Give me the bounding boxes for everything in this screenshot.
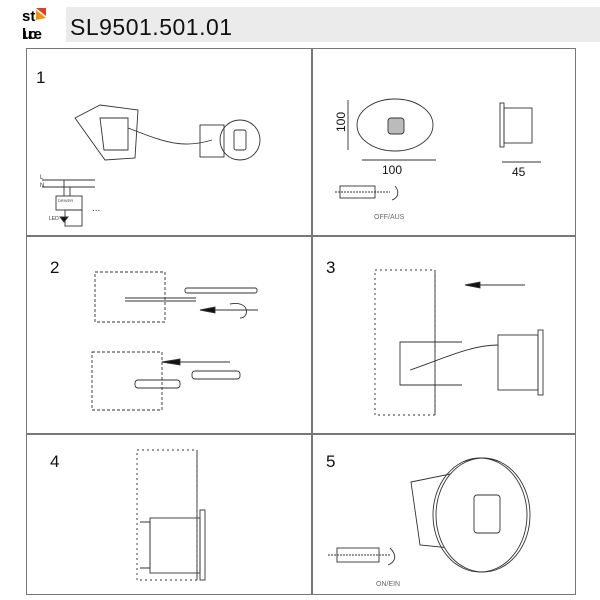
wiring-diagram (42, 179, 95, 227)
step-number: 3 (326, 258, 336, 277)
divider (26, 433, 576, 435)
instruction-frame (26, 48, 576, 595)
switch-off-illustration (335, 185, 399, 201)
led-label: LED (49, 216, 59, 222)
header-bar (66, 7, 600, 42)
step-number: 2 (50, 258, 60, 277)
divider (311, 48, 313, 595)
wire-label-n: N (40, 183, 45, 189)
insert-illustration (136, 449, 206, 581)
step-number: 4 (50, 452, 60, 471)
finished-luminaire (328, 457, 531, 573)
product-code: SL9501.501.01 (70, 14, 233, 40)
step-number: 5 (326, 452, 336, 471)
switch-off-label: OFF/AUS (374, 214, 405, 221)
height-dimension: 100 (334, 111, 349, 133)
more-label: ... (92, 203, 101, 214)
svg-text:luce: luce (22, 26, 42, 42)
depth-dimension: 45 (512, 165, 526, 179)
switch-on-label: ON/EIN (376, 581, 401, 588)
front-view (347, 98, 541, 163)
svg-text:st: st (22, 8, 35, 25)
wire-label-l: L (40, 175, 44, 181)
divider (26, 235, 576, 237)
driver-label: DRIVER (58, 198, 74, 203)
step-number: 1 (36, 68, 46, 87)
junction-box-illustration (74, 104, 261, 161)
drill-illustration (91, 271, 258, 411)
wall-mount-illustration (374, 269, 544, 416)
width-dimension: 100 (382, 163, 403, 177)
